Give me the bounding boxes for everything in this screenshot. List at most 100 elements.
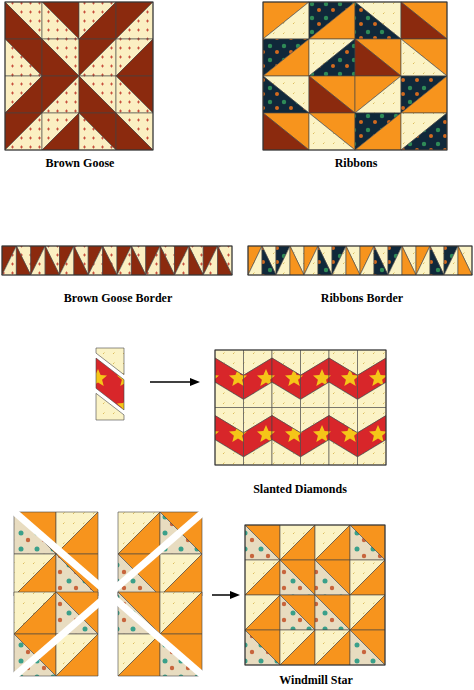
quilt-patch <box>116 2 153 39</box>
quilt-patch <box>218 246 232 275</box>
quilt-patch <box>116 39 153 76</box>
quilt-patch <box>56 512 98 554</box>
quilt-patch <box>401 76 447 113</box>
arrow-line <box>212 594 232 596</box>
quilt-patch <box>74 246 88 275</box>
quilt-patch <box>42 113 79 150</box>
quilt-patch <box>56 634 98 676</box>
quilt-patch <box>118 512 160 554</box>
quilt-patch <box>350 630 385 665</box>
quilt-patch <box>444 246 458 275</box>
quilt-patch <box>16 246 30 275</box>
quilt-patch <box>2 246 16 275</box>
quilt-patch <box>318 246 332 275</box>
quilt-patch <box>358 440 387 465</box>
quilt-patch <box>5 76 42 113</box>
block-frame <box>215 350 386 465</box>
arrow-head <box>190 378 200 386</box>
quilt-patch <box>301 440 330 465</box>
quilt-patch <box>360 246 374 275</box>
quilt-patch <box>315 525 350 560</box>
arrow-line <box>150 381 192 383</box>
quilt-patch <box>309 2 355 39</box>
quilt-patch <box>355 76 401 113</box>
quilt-patch <box>430 246 444 275</box>
quilt-patch <box>31 246 45 275</box>
quilt-patch <box>276 246 290 275</box>
quilt-patch <box>309 39 355 76</box>
quilt-patch <box>42 76 79 113</box>
quilt-patch <box>116 113 153 150</box>
quilt-patch <box>355 39 401 76</box>
quilt-patch <box>131 246 145 275</box>
quilt-patch <box>60 246 74 275</box>
quilt-patch <box>280 630 315 665</box>
quilt-patch <box>79 113 116 150</box>
block-caption: Ribbons <box>335 156 378 171</box>
quilt-patch <box>160 554 202 596</box>
quilt-patch <box>160 592 202 634</box>
quilt-patch <box>263 2 309 39</box>
quilt-patch <box>117 246 131 275</box>
quilt-patch <box>56 634 98 676</box>
quilt-patch <box>175 246 189 275</box>
quilt-patch <box>248 246 262 275</box>
quilt-patch <box>346 246 360 275</box>
block-caption: Brown Goose Border <box>64 291 172 306</box>
quilt-patch <box>160 246 174 275</box>
quilt-patch <box>416 246 430 275</box>
seam-gap <box>10 508 208 680</box>
quilt-patch <box>458 246 472 275</box>
quilt-patch <box>430 246 444 275</box>
quilt-patch <box>118 592 160 634</box>
quilt-patch <box>160 246 174 275</box>
quilt-patch <box>401 2 447 39</box>
quilt-patch <box>315 560 350 595</box>
quilt-patch <box>355 2 401 39</box>
quilt-patch <box>276 246 290 275</box>
quilt-patch <box>79 113 116 150</box>
quilt-patch <box>355 39 401 76</box>
quilt-patch <box>402 246 416 275</box>
quilt-patch <box>14 592 56 634</box>
quilt-patch <box>315 595 350 630</box>
arrow-head <box>230 591 240 599</box>
quilt-patch <box>79 39 116 76</box>
quilt-patch <box>355 76 401 113</box>
quilt-patch <box>31 246 45 275</box>
quilt-patch <box>118 634 160 676</box>
block-frame <box>248 246 472 275</box>
quilt-patch <box>16 246 30 275</box>
quilt-patch <box>263 113 309 150</box>
quilt-patch <box>5 39 42 76</box>
quilt-patch <box>355 113 401 150</box>
quilt-patch <box>203 246 217 275</box>
quilt-patch <box>88 246 102 275</box>
quilt-patch <box>2 246 16 275</box>
quilt-patch <box>45 246 59 275</box>
quilt-patch <box>401 76 447 113</box>
quilt-patch <box>309 39 355 76</box>
quilt-patch <box>42 2 79 39</box>
quilt-patch <box>60 246 74 275</box>
quilt-patch <box>401 2 447 39</box>
quilt-patch <box>360 246 374 275</box>
quilt-patch <box>146 246 160 275</box>
quilt-patch <box>116 2 153 39</box>
block-caption: Windmill Star <box>279 673 352 688</box>
quilt-patch <box>5 2 42 39</box>
quilt-patch <box>309 2 355 39</box>
quilt-patch <box>189 246 203 275</box>
quilt-patch <box>45 246 59 275</box>
quilt-patch <box>350 560 385 595</box>
quilt-patch <box>346 246 360 275</box>
quilt-patch <box>5 76 42 113</box>
quilt-patch <box>79 2 116 39</box>
quilt-patch <box>14 554 56 596</box>
quilt-patch <box>263 76 309 113</box>
quilt-patch <box>116 39 153 76</box>
quilt-patch <box>402 246 416 275</box>
quilt-patch <box>329 440 358 465</box>
quilt-patch <box>350 595 385 630</box>
quilt-patch <box>280 525 315 560</box>
